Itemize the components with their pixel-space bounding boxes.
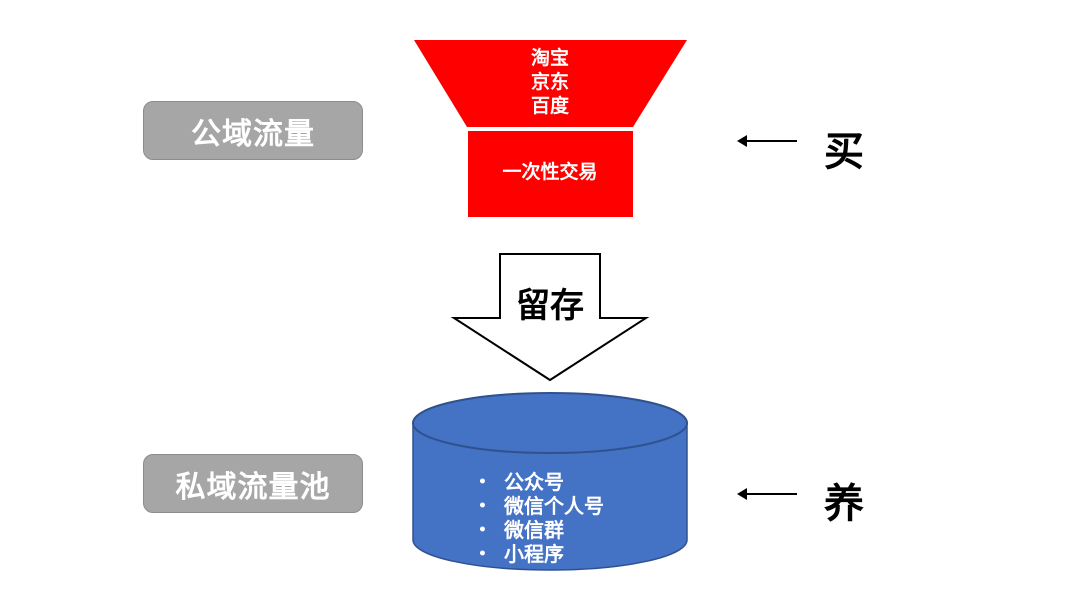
public-traffic-text: 公域流量: [191, 116, 315, 152]
raise-arrow-icon: [737, 488, 797, 500]
private-channel-list: 公众号 微信个人号 微信群 小程序: [478, 470, 604, 566]
private-traffic-pool-label: 私域流量池: [143, 454, 363, 513]
public-traffic-label: 公域流量: [143, 101, 363, 160]
one-time-trade-label: 一次性交易: [502, 161, 598, 183]
channel-wechat-personal: 微信个人号: [478, 494, 604, 518]
platform-jd: 京东: [530, 71, 569, 93]
retain-label: 留存: [516, 286, 584, 326]
platform-taobao: 淘宝: [530, 47, 569, 69]
channel-mini-program: 小程序: [478, 542, 604, 566]
private-traffic-pool-text: 私域流量池: [175, 469, 331, 505]
raise-label: 养: [824, 480, 864, 527]
pool-cylinder-top: [412, 392, 688, 454]
buy-label: 买: [824, 128, 864, 175]
retain-arrow: [450, 253, 650, 382]
buy-arrow-icon: [737, 135, 797, 147]
channel-wechat-group: 微信群: [478, 518, 604, 542]
platform-list: 淘宝 京东 百度: [450, 46, 650, 118]
channel-official-account: 公众号: [478, 470, 604, 494]
funnel-top: [414, 40, 687, 127]
platform-baidu: 百度: [530, 95, 569, 117]
funnel-body: [468, 131, 633, 217]
